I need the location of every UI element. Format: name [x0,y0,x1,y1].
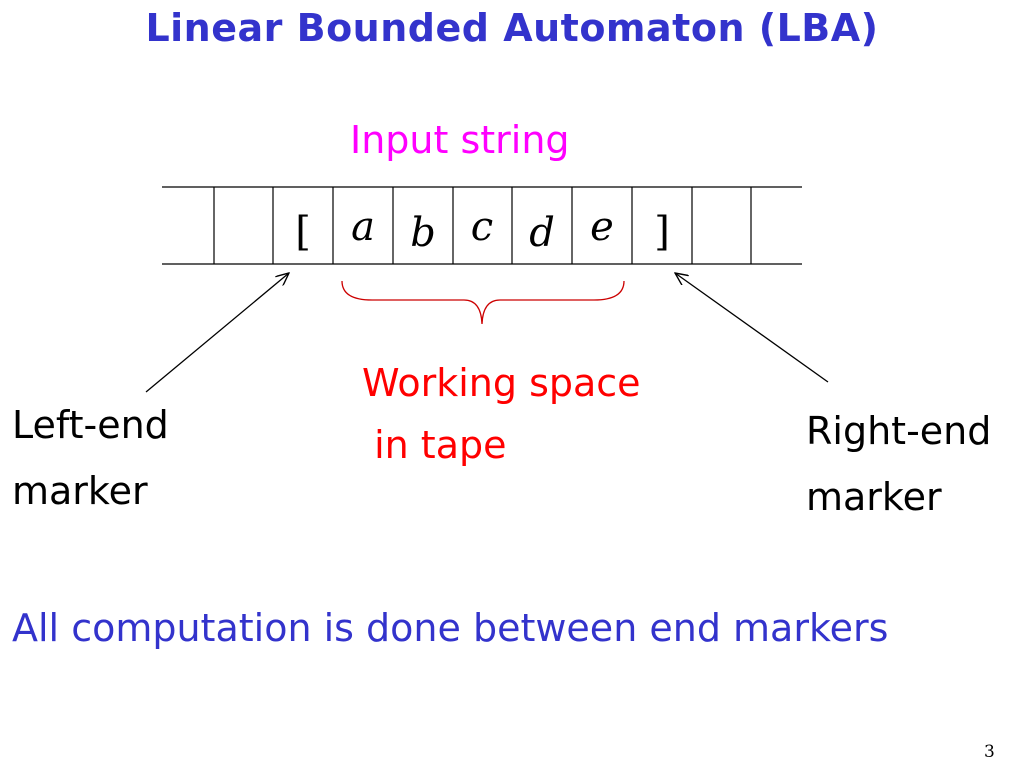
right-end-marker-label: Right-end marker [806,398,991,530]
input-string-label: Input string [350,118,570,162]
tape-cell-symbol: ] [654,209,670,255]
working-space-label: Working space in tape [362,352,641,476]
slide-title: Linear Bounded Automaton (LBA) [145,6,879,50]
tape-cell-symbol: c [471,204,493,250]
left-end-marker-label: Left-end marker [12,392,169,524]
working-space-brace [341,280,625,325]
right-marker-line2: marker [806,475,942,519]
right-marker-line1: Right-end [806,409,992,453]
left-marker-arrow [145,273,289,393]
tape-cell-symbol: d [529,210,555,256]
right-marker-arrow [675,273,829,383]
tape-dividers [213,187,752,264]
working-space-line1: Working space [362,361,641,405]
left-marker-line2: marker [12,469,148,513]
page-number: 3 [984,742,995,762]
left-marker-line1: Left-end [12,403,169,447]
tape-cell-symbol: a [351,204,375,250]
tape-cell-symbol: e [590,204,614,250]
tape-cell-symbol: [ [295,209,311,255]
tape-cell-symbol: b [410,210,436,256]
working-space-line2: in tape [362,423,507,467]
footer-statement: All computation is done between end mark… [12,606,889,650]
